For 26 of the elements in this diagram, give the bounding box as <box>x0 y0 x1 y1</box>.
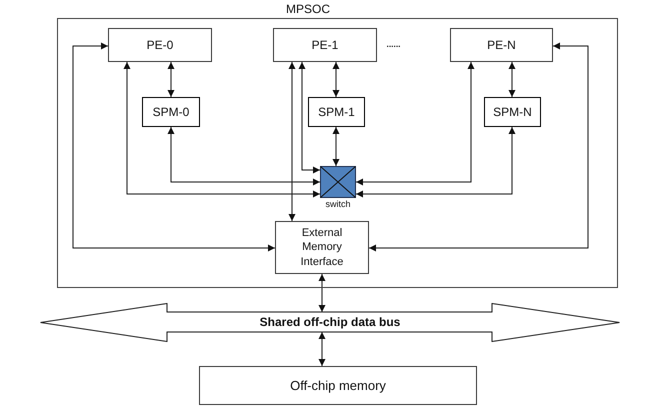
memory-box: Off-chip memory <box>199 366 477 405</box>
connector-arrow <box>508 62 516 98</box>
connector-arrow <box>332 62 340 98</box>
processor-box: PE-1 <box>273 28 377 62</box>
connector-arrow <box>298 62 320 174</box>
interface-box: External Memory Interface <box>275 221 369 274</box>
ellipsis: ...... <box>386 36 400 50</box>
connector-arrow <box>168 126 320 186</box>
bus-label: Shared off-chip data bus <box>258 315 402 329</box>
processor-box: PE-N <box>450 28 553 62</box>
connector-arrow <box>72 42 276 252</box>
connector-arrow <box>318 332 326 366</box>
chip-title: MPSOC <box>286 2 330 16</box>
memory-box: SPM-N <box>484 97 541 127</box>
connector-arrow <box>124 62 320 198</box>
connector-arrow <box>318 274 326 312</box>
processor-box: PE-0 <box>108 28 212 62</box>
connector-arrow <box>356 126 516 198</box>
memory-box: SPM-1 <box>308 97 365 127</box>
connector-arrow <box>168 62 174 98</box>
connector-arrow <box>288 62 296 222</box>
connector-arrow <box>356 62 474 186</box>
switch-caption: switch <box>326 199 350 209</box>
connector-arrow <box>332 126 340 166</box>
memory-box: SPM-0 <box>142 97 200 127</box>
connector-arrow <box>368 42 588 252</box>
